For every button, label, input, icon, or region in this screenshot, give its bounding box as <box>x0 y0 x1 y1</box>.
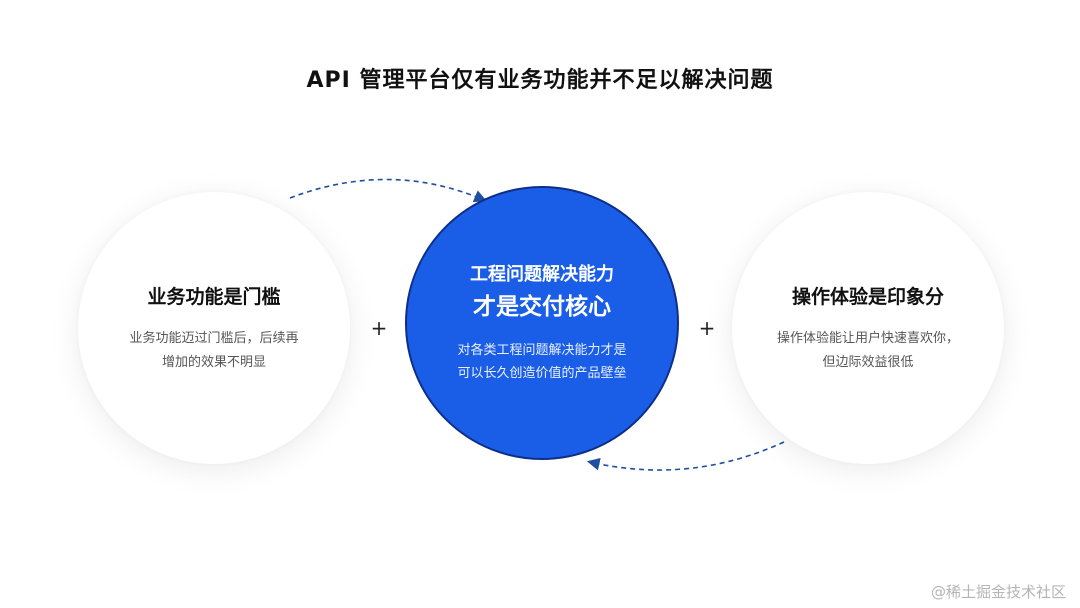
circle-engineering-capability: 工程问题解决能力 才是交付核心 对各类工程问题解决能力才是 可以长久创造价值的产… <box>405 186 679 460</box>
plus-sign-right: + <box>698 316 716 340</box>
engineering-heading-line2: 才是交付核心 <box>473 294 611 320</box>
circle-business-function: 业务功能是门槛 业务功能迈过门槛后，后续再 增加的效果不明显 <box>78 192 350 464</box>
engineering-body: 对各类工程问题解决能力才是 可以长久创造价值的产品壁垒 <box>457 343 627 381</box>
user-experience-body: 操作体验能让用户快速喜欢你， 但边际效益很低 <box>776 330 959 370</box>
circle-user-experience: 操作体验是印象分 操作体验能让用户快速喜欢你， 但边际效益很低 <box>732 192 1004 464</box>
plus-sign-left: + <box>370 316 388 340</box>
user-experience-heading: 操作体验是印象分 <box>791 285 944 308</box>
arrow-top <box>289 178 487 203</box>
watermark: @稀土掘金技术社区 <box>930 583 1066 601</box>
business-function-body: 业务功能迈过门槛后，后续再 增加的效果不明显 <box>129 330 299 370</box>
business-function-heading: 业务功能是门槛 <box>147 285 281 308</box>
engineering-heading-line1: 工程问题解决能力 <box>470 264 614 285</box>
page-title: API 管理平台仅有业务功能并不足以解决问题 <box>306 68 774 93</box>
arrow-bottom <box>586 441 785 471</box>
